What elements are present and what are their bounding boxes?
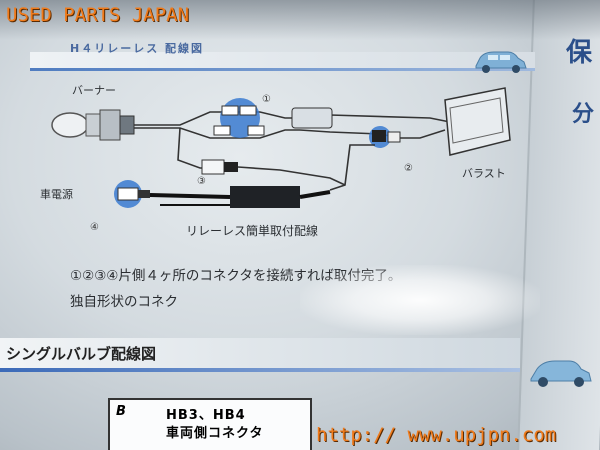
- connector-box: B HB3、HB4 車両側コネクタ: [108, 398, 312, 450]
- section1-band-line: [30, 68, 535, 71]
- box-line-2: 車両側コネクタ: [166, 426, 264, 441]
- ballast-icon: [444, 87, 511, 156]
- section1-band: [30, 52, 535, 68]
- marker-4: ④: [90, 222, 99, 233]
- watermark-bottom: http:// www.upjpn.com: [316, 424, 557, 446]
- top-shadow: [0, 0, 600, 40]
- note-line-2: 独自形状のコネク: [70, 294, 178, 310]
- marker-1: ①: [262, 94, 271, 105]
- power-label: 車電源: [40, 188, 73, 201]
- section2-bar-line: [0, 368, 520, 372]
- burner-label: バーナー: [72, 84, 116, 97]
- watermark-top: USED PARTS JAPAN: [6, 4, 190, 26]
- car-icon-2: [530, 360, 592, 387]
- box-letter: B: [116, 404, 126, 419]
- facing-page-char-top: 保: [566, 38, 593, 68]
- ballast-label: バラスト: [462, 167, 506, 180]
- light-glare: [300, 265, 540, 335]
- marker-2: ②: [404, 163, 413, 174]
- section2-bar: [0, 338, 520, 368]
- marker-3: ③: [197, 176, 206, 187]
- diagram-caption: リレーレス簡単取付配線: [186, 224, 319, 238]
- bulb-icon: [51, 109, 135, 141]
- facing-page-char-mid: 分: [572, 102, 595, 127]
- section2-title: シングルバルブ配線図: [6, 345, 157, 363]
- section1-title: H４リレーレス 配線図: [70, 42, 205, 55]
- car-icon: [475, 51, 527, 73]
- box-line-1: HB3、HB4: [166, 408, 246, 423]
